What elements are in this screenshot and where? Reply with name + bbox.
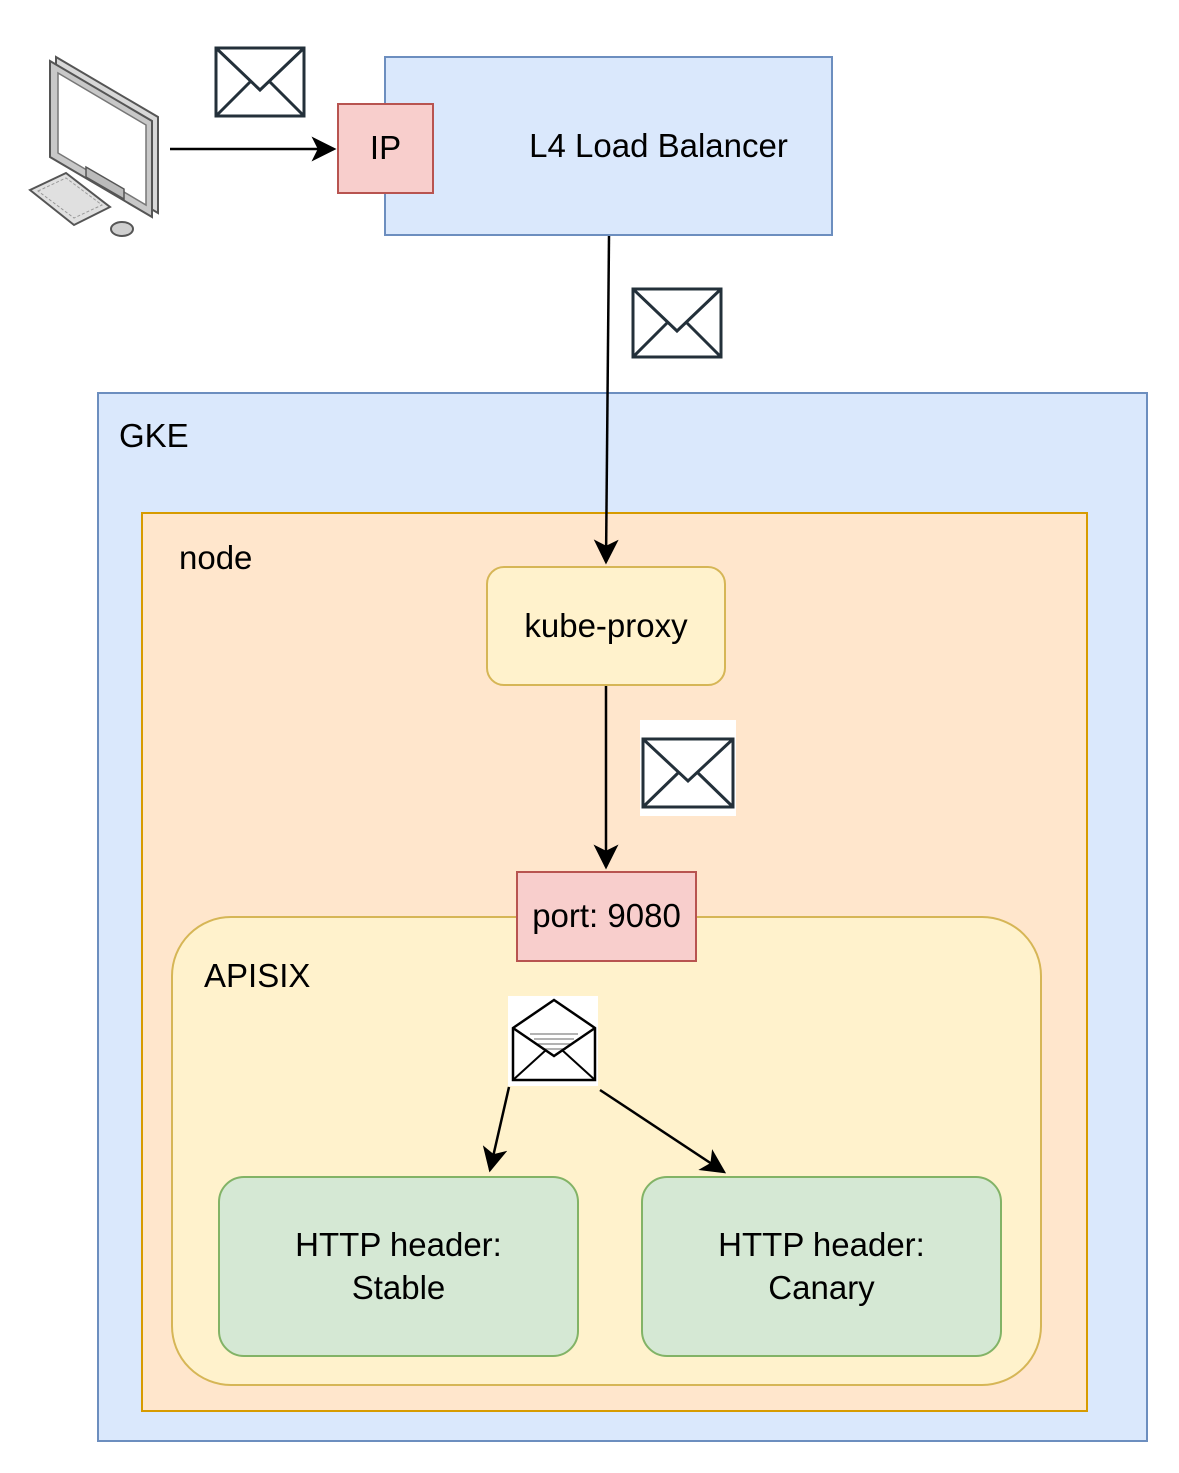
canary-value-label: Canary — [768, 1268, 875, 1306]
envelope-icon — [631, 287, 723, 359]
kube-proxy-box: kube-proxy — [486, 566, 726, 686]
ip-box: IP — [337, 103, 434, 194]
canary-header-label: HTTP header: — [718, 1225, 925, 1263]
apisix-label: APISIX — [204, 957, 311, 994]
node-label: node — [179, 539, 253, 576]
envelope-icon — [214, 46, 306, 118]
computer-icon — [28, 55, 159, 237]
canary-route-box: HTTP header: Canary — [641, 1176, 1002, 1357]
ip-label: IP — [369, 129, 402, 167]
stable-value-label: Stable — [351, 1268, 446, 1306]
kube-proxy-label: kube-proxy — [524, 606, 688, 644]
port-label: port: 9080 — [532, 897, 681, 935]
stable-header-label: HTTP header: — [295, 1225, 502, 1263]
load-balancer-label: L4 Load Balancer — [529, 126, 788, 164]
envelope-icon — [641, 737, 735, 809]
gke-label: GKE — [119, 417, 189, 454]
load-balancer-box: L4 Load Balancer — [384, 56, 833, 236]
stable-route-box: HTTP header: Stable — [218, 1176, 579, 1357]
port-box: port: 9080 — [516, 871, 697, 962]
open-envelope-icon — [511, 998, 597, 1082]
